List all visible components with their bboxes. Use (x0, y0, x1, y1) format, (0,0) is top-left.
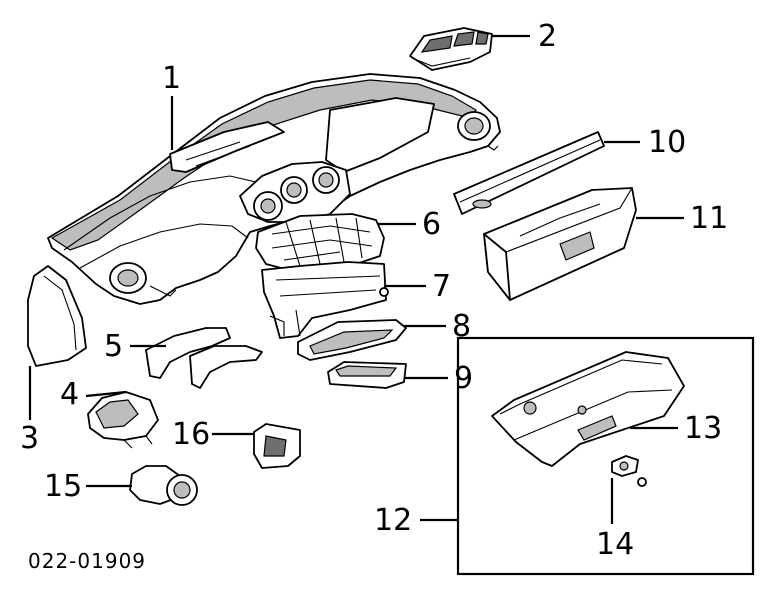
callout-11: 11 (690, 201, 728, 236)
bracket-part (87, 391, 159, 449)
callout-7: 7 (432, 269, 451, 304)
callout-10: 10 (648, 125, 686, 160)
trim-strip-part (145, 327, 263, 389)
callout-15: 15 (44, 469, 82, 504)
side-cover-part (27, 265, 87, 367)
callout-1: 1 (162, 61, 181, 96)
leader-lines (28, 34, 684, 524)
callout-6: 6 (422, 207, 441, 242)
glove-box-assembly-part (491, 351, 685, 467)
latch-part (611, 455, 647, 487)
switch-panel-part (409, 27, 493, 71)
air-vent-part (129, 465, 198, 506)
callout-8: 8 (452, 309, 471, 344)
glove-box-trim-part (453, 131, 605, 215)
callout-5: 5 (104, 329, 123, 364)
callout-12: 12 (374, 503, 412, 538)
instrument-panel-part (47, 73, 501, 305)
callout-3: 3 (20, 421, 39, 456)
callout-14: 14 (596, 527, 634, 562)
glove-box-part (483, 187, 637, 301)
center-bracket-part (255, 213, 385, 273)
detail-inset-frame (456, 336, 755, 576)
diagram-reference-code: 022-01909 (28, 549, 146, 573)
console-trim-part (297, 319, 407, 361)
callout-13: 13 (684, 411, 722, 446)
callout-4: 4 (60, 377, 79, 412)
callout-16: 16 (172, 417, 210, 452)
callout-9: 9 (454, 361, 473, 396)
console-frame-part (261, 261, 389, 339)
callout-2: 2 (538, 19, 557, 54)
switch-module-part (253, 423, 301, 469)
callout-labels: 1 2 3 4 5 6 7 8 9 10 11 12 13 14 15 16 (20, 19, 728, 562)
storage-tray-part (327, 361, 407, 389)
